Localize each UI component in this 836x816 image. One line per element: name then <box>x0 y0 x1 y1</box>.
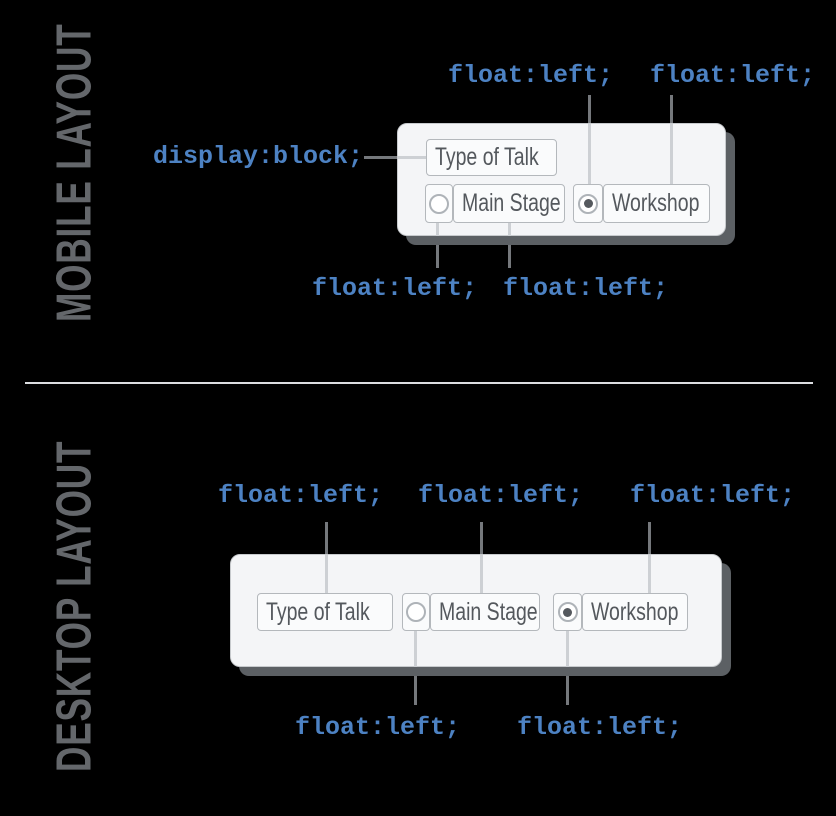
desktop-radio-main-stage[interactable] <box>402 593 430 631</box>
connector-line <box>588 124 591 185</box>
mobile-radio-main-stage[interactable] <box>425 184 453 223</box>
desktop-annotation-float-left-bottom-1: float:left; <box>295 713 461 742</box>
connector-line <box>508 223 511 236</box>
mobile-legend-type-of-talk: Type of Talk <box>426 139 557 176</box>
radio-selected-icon[interactable] <box>578 193 598 214</box>
connector-line <box>480 522 483 554</box>
radio-unselected-icon[interactable] <box>429 193 449 214</box>
connector-line <box>414 676 417 705</box>
mobile-option-label-workshop[interactable]: Workshop <box>603 184 710 223</box>
connector-line <box>414 631 417 667</box>
mobile-annotation-float-left-top-1: float:left; <box>448 61 614 90</box>
desktop-annotation-float-left-top-1: float:left; <box>218 481 384 510</box>
mobile-layout-heading: MOBILE LAYOUT <box>46 23 102 323</box>
desktop-annotation-float-left-top-2: float:left; <box>418 481 584 510</box>
connector-line <box>648 555 651 593</box>
desktop-legend-type-of-talk: Type of Talk <box>257 593 393 631</box>
radio-selected-icon[interactable] <box>557 602 578 622</box>
desktop-option-label-workshop[interactable]: Workshop <box>582 593 688 631</box>
mobile-radio-workshop[interactable] <box>573 184 603 223</box>
desktop-annotation-float-left-bottom-2: float:left; <box>517 713 683 742</box>
connector-line <box>325 522 328 554</box>
mobile-annotation-float-left-bottom-2: float:left; <box>503 274 669 303</box>
radio-unselected-icon[interactable] <box>406 602 426 622</box>
connector-line <box>566 676 569 705</box>
connector-line <box>648 522 651 554</box>
mobile-option-label-main-stage[interactable]: Main Stage <box>453 184 565 223</box>
connector-line <box>670 124 673 185</box>
desktop-layout-heading: DESKTOP LAYOUT <box>46 440 102 772</box>
connector-line <box>588 95 591 123</box>
connector-line <box>364 156 398 159</box>
connector-line <box>436 223 439 236</box>
desktop-radio-workshop[interactable] <box>553 593 582 631</box>
connector-line <box>398 156 426 159</box>
mobile-annotation-float-left-top-2: float:left; <box>650 61 816 90</box>
connector-line <box>480 555 483 593</box>
section-divider <box>25 382 813 384</box>
desktop-annotation-float-left-top-3: float:left; <box>630 481 796 510</box>
connector-line <box>508 245 511 268</box>
connector-line <box>436 245 439 268</box>
connector-line <box>566 631 569 667</box>
mobile-annotation-float-left-bottom-1: float:left; <box>312 274 478 303</box>
desktop-option-label-main-stage[interactable]: Main Stage <box>430 593 540 631</box>
mobile-annotation-display-block: display:block; <box>153 142 364 171</box>
connector-line <box>670 95 673 123</box>
connector-line <box>325 555 328 593</box>
